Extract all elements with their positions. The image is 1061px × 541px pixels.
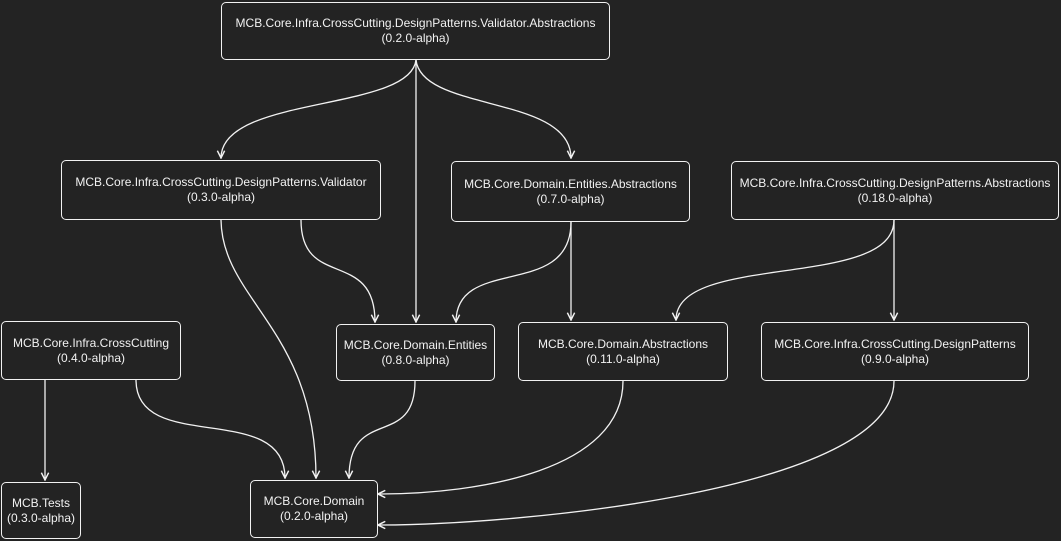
node-domain-name: MCB.Core.Domain: [263, 494, 365, 508]
node-designpatterns[interactable]: MCB.Core.Infra.CrossCutting.DesignPatter…: [761, 322, 1029, 381]
node-domain-abstractions-name: MCB.Core.Domain.Abstractions: [537, 336, 709, 351]
edge-designpatterns-abstractions-to-domain-abstractions: [676, 219, 895, 320]
node-tests-name: MCB.Tests: [11, 495, 70, 510]
edge-designpatterns-to-domain: [378, 380, 895, 525]
node-crosscutting-version: (0.4.0-alpha): [56, 350, 126, 365]
edge-domain-entities-to-domain: [349, 380, 416, 478]
node-domain-entities-name: MCB.Core.Domain.Entities: [343, 337, 488, 352]
node-domain-version: (0.2.0-alpha): [279, 509, 349, 523]
node-tests-version: (0.3.0-alpha): [6, 510, 76, 525]
node-designpatterns-version: (0.9.0-alpha): [860, 351, 930, 366]
node-entities-abstractions[interactable]: MCB.Core.Domain.Entities.Abstractions (0…: [451, 161, 690, 222]
edge-validator-abstractions-to-entities-abstractions: [415, 59, 571, 158]
node-entities-abstractions-name: MCB.Core.Domain.Entities.Abstractions: [464, 176, 677, 191]
node-entities-abstractions-version: (0.7.0-alpha): [536, 191, 605, 206]
node-validator-name: MCB.Core.Infra.CrossCutting.DesignPatter…: [75, 175, 367, 189]
node-validator-version: (0.3.0-alpha): [186, 190, 256, 204]
edge-crosscutting-to-domain: [135, 379, 285, 478]
node-domain[interactable]: MCB.Core.Domain (0.2.0-alpha): [250, 480, 378, 538]
edge-entities-abstractions-to-domain-entities: [456, 221, 572, 322]
node-validator[interactable]: MCB.Core.Infra.CrossCutting.DesignPatter…: [61, 160, 381, 220]
node-designpatterns-abstractions-version: (0.18.0-alpha): [857, 190, 933, 205]
node-tests[interactable]: MCB.Tests (0.3.0-alpha): [1, 482, 81, 539]
node-validator-abstractions-version: (0.2.0-alpha): [381, 31, 450, 45]
node-domain-entities[interactable]: MCB.Core.Domain.Entities (0.8.0-alpha): [336, 324, 495, 381]
node-domain-entities-version: (0.8.0-alpha): [381, 352, 450, 367]
node-designpatterns-abstractions-name: MCB.Core.Infra.CrossCutting.DesignPatter…: [739, 175, 1051, 190]
node-designpatterns-name: MCB.Core.Infra.CrossCutting.DesignPatter…: [774, 336, 1016, 351]
node-validator-abstractions-name: MCB.Core.Infra.CrossCutting.DesignPatter…: [235, 16, 596, 30]
node-designpatterns-abstractions[interactable]: MCB.Core.Infra.CrossCutting.DesignPatter…: [731, 161, 1059, 220]
edge-validator-to-domain: [220, 219, 316, 478]
edge-domain-abstractions-to-domain: [378, 380, 624, 494]
node-domain-abstractions-version: (0.11.0-alpha): [586, 351, 660, 366]
node-domain-abstractions[interactable]: MCB.Core.Domain.Abstractions (0.11.0-alp…: [518, 322, 728, 381]
edge-validator-to-domain-entities: [300, 219, 375, 322]
edge-validator-abstractions-to-validator: [221, 59, 417, 158]
node-crosscutting[interactable]: MCB.Core.Infra.CrossCutting (0.4.0-alpha…: [1, 321, 181, 380]
node-crosscutting-name: MCB.Core.Infra.CrossCutting: [12, 335, 170, 350]
node-validator-abstractions[interactable]: MCB.Core.Infra.CrossCutting.DesignPatter…: [221, 2, 610, 60]
